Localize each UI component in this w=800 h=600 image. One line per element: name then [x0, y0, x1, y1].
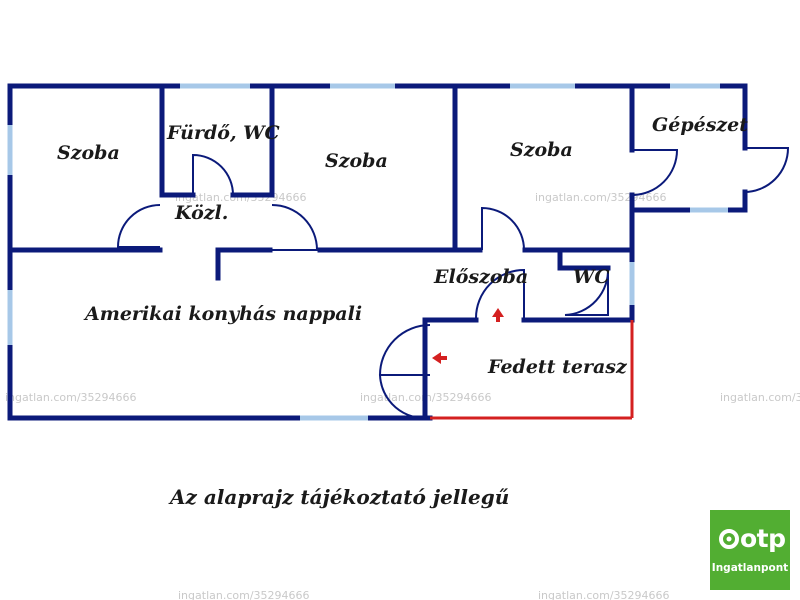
door-swing-machinery [631, 149, 679, 196]
door-swing-wc [564, 267, 610, 316]
room-labels: Szoba Fürdő, WC Közl. Szoba Szoba Gépész… [57, 114, 748, 378]
room-label-wc: WC [573, 266, 609, 288]
walls [7, 83, 748, 421]
room-label-szoba-1: Szoba [57, 142, 120, 164]
room-label-szoba-3: Szoba [510, 139, 573, 161]
otp-ingatlanpont-logo: otp Ingatlanpont [710, 510, 790, 590]
room-label-szoba-2: Szoba [325, 150, 388, 172]
windows [7, 83, 728, 421]
door-swing-hall [475, 268, 525, 319]
door-swing-terrace-top [378, 324, 431, 376]
logo-brand: otp [740, 524, 786, 553]
room-label-bathroom: Fürdő, WC [166, 122, 280, 144]
door-swing-bathroom [192, 153, 234, 196]
logo-subtitle: Ingatlanpont [711, 562, 789, 574]
watermark: ingatlan.com/35294666 [538, 589, 670, 600]
room-label-living-room: Amerikai konyhás nappali [83, 303, 362, 325]
door-swings [116, 147, 790, 420]
room-label-corridor: Közl. [174, 202, 228, 224]
arrow-left-icon [432, 352, 447, 364]
door-swing-machinery-outer [743, 147, 790, 193]
otp-logo-icon [719, 529, 739, 549]
watermark: ingatlan.com/35294666 [5, 391, 137, 404]
terrace-edge [430, 320, 634, 420]
watermark: ingatlan.com/35294666 [178, 589, 310, 600]
room-label-machinery: Gépészet [652, 114, 748, 136]
door-swing-room-2 [271, 204, 319, 251]
room-label-terrace: Fedett terasz [487, 356, 628, 378]
room-label-hall: Előszoba [433, 266, 528, 288]
disclaimer-caption: Az alaprajz tájékoztató jellegű [170, 485, 510, 509]
door-swing-room-1 [116, 204, 161, 248]
entrance-arrows [432, 308, 504, 364]
watermark: ingatlan.com/35294666 [720, 391, 800, 404]
arrow-up-icon [492, 308, 504, 322]
door-swing-room-3 [481, 206, 525, 251]
